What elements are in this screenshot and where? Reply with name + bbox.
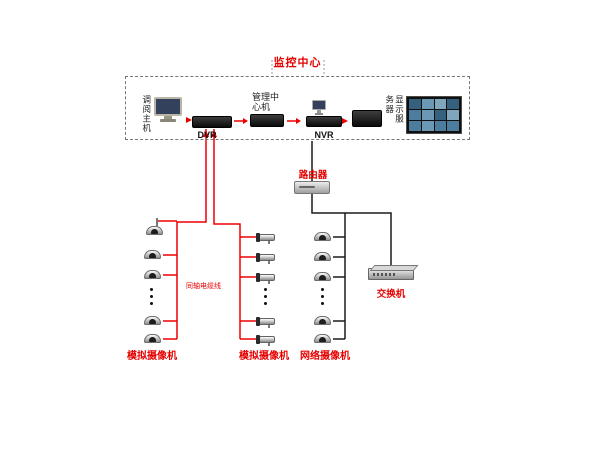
ptz-camera-icon: [142, 218, 164, 238]
crt-monitor-icon: [154, 97, 184, 123]
camera-group-label: 网络摄像机: [300, 351, 350, 362]
review-host-label: 调阅主机: [141, 95, 152, 133]
title-connector-dashes: [271, 60, 325, 76]
dvr-label: DVR: [197, 130, 217, 140]
display-server-device: [352, 110, 382, 127]
bullet-camera-icon: [256, 272, 277, 284]
network-cable-lines: [311, 141, 392, 340]
ellipsis-dots: [264, 288, 267, 305]
video-wall: [406, 96, 462, 134]
mgmt-center-device: [250, 114, 284, 127]
ellipsis-dots: [321, 288, 324, 305]
bullet-camera-icon: [256, 334, 277, 346]
bullet-camera-icon: [256, 252, 277, 264]
camera-group-label: 模拟摄像机: [239, 351, 289, 362]
monitoring-center-box: [125, 76, 470, 140]
nvr-device: [306, 116, 342, 127]
dvr-device: [192, 116, 232, 128]
ellipsis-dots: [150, 288, 153, 305]
mgmt-center-label: 管理中心机: [252, 92, 280, 113]
coax-cable-label: 同轴电缆线: [186, 283, 221, 290]
display-server-label: 显示服务器: [384, 95, 405, 124]
camera-group-label: 模拟摄像机: [127, 351, 177, 362]
bullet-camera-icon: [256, 316, 277, 328]
diagram-title: 监控中心: [273, 57, 322, 69]
bullet-camera-icon: [256, 232, 277, 244]
switch-label: 交换机: [376, 289, 406, 300]
router-device: [294, 181, 330, 194]
nvr-label: NVR: [314, 130, 334, 140]
analog-arrowheads: [186, 117, 348, 137]
analog-cable-lines: [157, 120, 296, 340]
switch-device: [368, 268, 414, 280]
nvr-monitor-icon: [312, 100, 328, 116]
router-label: 路由器: [298, 170, 328, 181]
